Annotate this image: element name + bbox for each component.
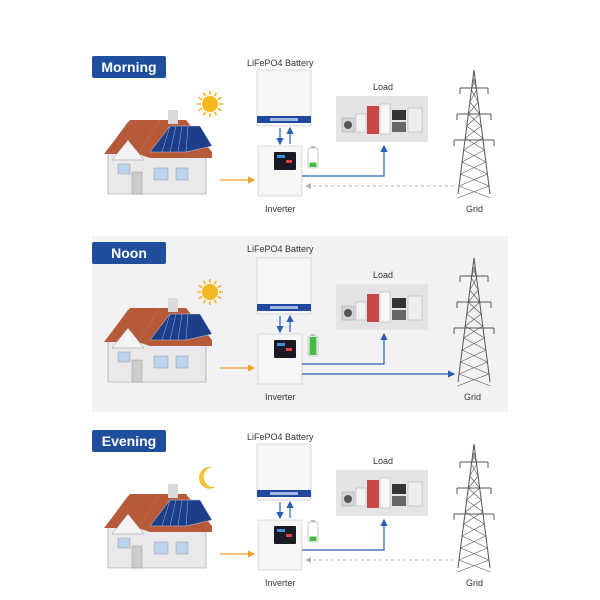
inverter-noon [257,333,303,385]
load-appliances-evening [336,470,428,516]
house-with-solar-evening [104,484,213,569]
lifepo4-battery-morning [256,69,312,127]
arrow-inverter-to-load-noon [302,332,388,365]
inverter-label-noon: Inverter [265,392,296,402]
lifepo4-battery-evening [256,443,312,501]
sun-icon-noon [197,279,223,305]
house-with-solar-noon [104,298,213,383]
inverter-evening [257,519,303,571]
flow-diagram-morning [104,69,495,199]
grid-tower-icon-evening [453,443,495,573]
panel-morning: Morning LiFePO4 Battery Load Inverter Gr… [0,52,600,222]
battery-level-icon-noon [307,334,319,357]
load-appliances-morning [336,96,428,142]
phase-label-noon: Noon [92,242,166,264]
house-with-solar-morning [104,110,213,195]
inverter-label-evening: Inverter [265,578,296,588]
grid-label-noon: Grid [464,392,482,402]
grid-label-morning: Grid [466,204,484,214]
phase-label-evening: Evening [92,430,166,452]
sun-icon-morning [197,91,223,117]
lifepo4-battery-noon [256,257,312,315]
flow-diagram-evening [104,443,495,573]
moon-icon-evening [198,466,216,489]
arrow-inverter-to-load-evening [302,518,388,551]
grid-tower-icon-noon [453,257,495,387]
phase-label-morning: Morning [92,56,166,78]
inverter-morning [257,145,303,197]
load-appliances-noon [336,284,428,330]
arrow-inverter-to-load-morning [302,144,388,177]
battery-level-icon-morning [307,146,319,169]
battery-level-icon-evening [307,520,319,543]
load-label-evening: Load [373,456,394,466]
panel-noon: Noon LiFePO4 Battery Load Inverter Grid [0,236,600,412]
load-label-morning: Load [373,82,394,92]
flow-diagram-noon [92,236,508,412]
grid-label-evening: Grid [466,578,484,588]
battery-label-noon: LiFePO4 Battery [247,244,314,254]
load-label-noon: Load [373,270,394,280]
battery-label-evening: LiFePO4 Battery [247,432,314,442]
panel-evening: Evening LiFePO4 Battery Load Inverter Gr… [0,426,600,596]
inverter-label-morning: Inverter [265,204,296,214]
grid-tower-icon-morning [453,69,495,199]
battery-label-morning: LiFePO4 Battery [247,58,314,68]
